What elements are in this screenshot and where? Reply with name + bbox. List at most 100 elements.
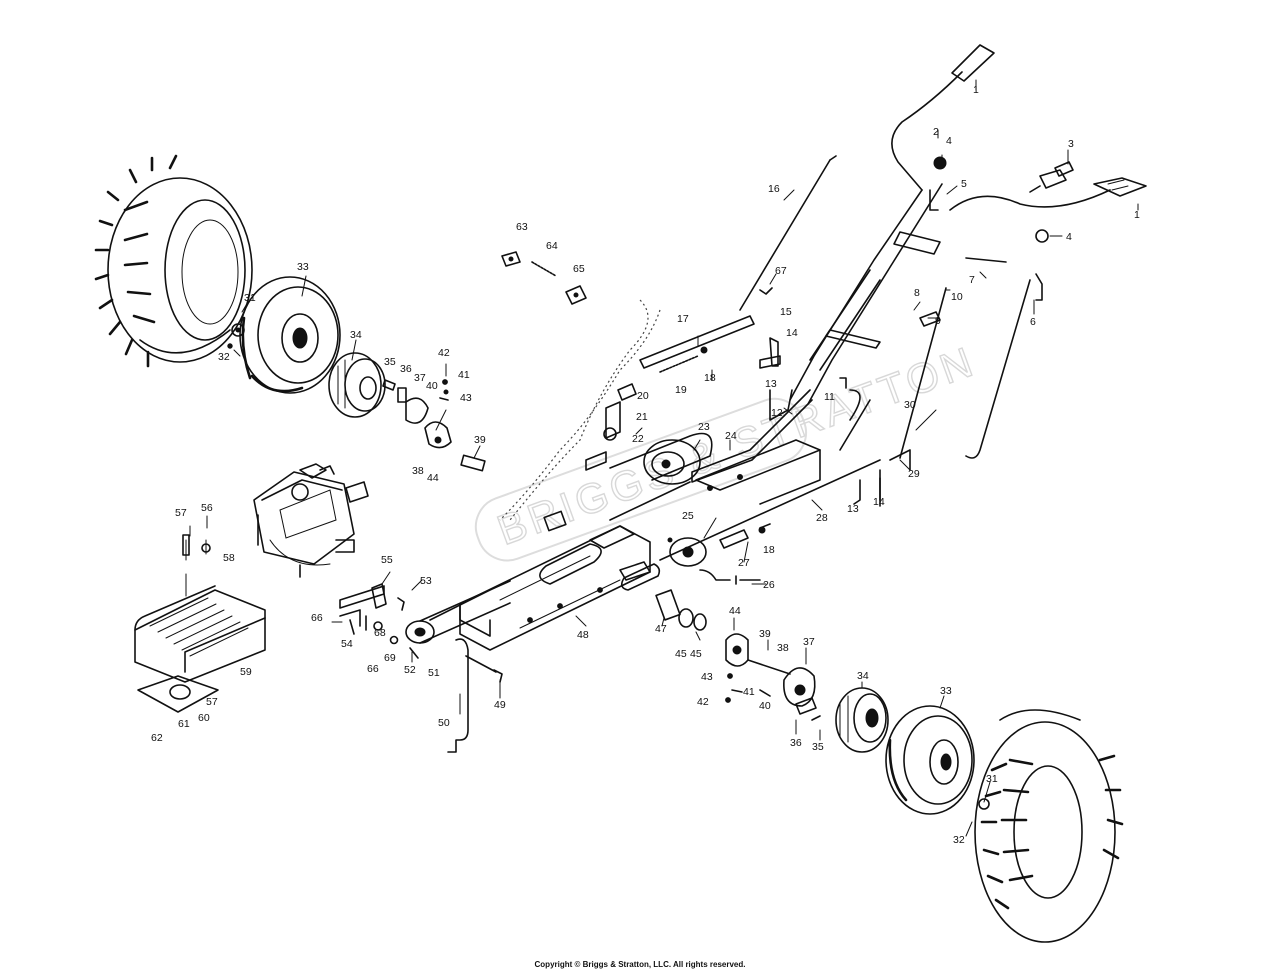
- callout: 50: [438, 717, 450, 729]
- handlebar-assembly: [789, 44, 1147, 405]
- drive-sprocket: [405, 580, 511, 753]
- callout: 3: [1068, 138, 1074, 150]
- callout: 1: [1134, 209, 1140, 221]
- leader-lines: [189, 79, 1139, 837]
- callout: 24: [725, 430, 737, 442]
- callout: 42: [697, 696, 709, 708]
- callout: 62: [151, 732, 163, 744]
- callout: 19: [675, 384, 687, 396]
- callout: 26: [763, 579, 775, 591]
- callout: 58: [223, 552, 235, 564]
- callout: 15: [780, 306, 792, 318]
- callout: 10: [951, 291, 963, 303]
- callout-labels: 1 1 2 3 4 4 5 6 7 8 9 10 11 12 13 13 14 …: [151, 84, 1140, 846]
- callout: 35: [812, 741, 824, 753]
- left-wheel-rim: [239, 276, 341, 394]
- callout: 33: [940, 685, 952, 697]
- callout: 66: [367, 663, 379, 675]
- step-plate: [134, 534, 266, 713]
- callout: 13: [765, 378, 777, 390]
- callout: 45: [690, 648, 702, 660]
- callout: 64: [546, 240, 558, 252]
- watermark: BRIGGS & STRATTON: [474, 336, 983, 562]
- callout: 5: [961, 178, 967, 190]
- callout: 27: [738, 557, 750, 569]
- callout: 25: [682, 510, 694, 522]
- callout: 31: [244, 292, 256, 304]
- left-axle-small-parts: [227, 323, 486, 472]
- callout: 16: [768, 183, 780, 195]
- callout: 49: [494, 699, 506, 711]
- right-wheel-hub: [835, 687, 889, 753]
- callout: 4: [946, 135, 952, 147]
- callout: 69: [384, 652, 396, 664]
- callout: 14: [873, 496, 885, 508]
- callout: 33: [297, 261, 309, 273]
- callout: 20: [637, 390, 649, 402]
- callout: 32: [953, 834, 965, 846]
- callout: 18: [704, 372, 716, 384]
- callout: 40: [759, 700, 771, 712]
- right-tire: [974, 709, 1124, 943]
- callout: 37: [414, 372, 426, 384]
- callout: 31: [986, 773, 998, 785]
- callout: 39: [759, 628, 771, 640]
- callout: 39: [474, 434, 486, 446]
- copyright-notice: Copyright © Briggs & Stratton, LLC. All …: [534, 960, 746, 969]
- callout: 57: [175, 507, 187, 519]
- callout: 2: [933, 126, 939, 138]
- callout: 11: [824, 391, 835, 403]
- engine: [253, 463, 369, 578]
- callout: 29: [908, 468, 920, 480]
- callout: 56: [201, 502, 213, 514]
- callout: 68: [374, 627, 386, 639]
- callout: 59: [240, 666, 252, 678]
- callout: 13: [847, 503, 859, 515]
- callout: 35: [384, 356, 396, 368]
- left-wheel-hub: [328, 352, 386, 418]
- callout: 41: [458, 369, 470, 381]
- callout: 44: [427, 472, 439, 484]
- callout: 36: [400, 363, 412, 375]
- callout: 36: [790, 737, 802, 749]
- callout: 32: [218, 351, 230, 363]
- belt-pulley: [543, 432, 713, 532]
- callout: 34: [857, 670, 869, 682]
- callout: 37: [803, 636, 815, 648]
- callout: 9: [935, 315, 941, 327]
- callout: 6: [1030, 316, 1036, 328]
- callout: 8: [914, 287, 920, 299]
- callout: 53: [420, 575, 432, 587]
- callout: 65: [573, 263, 585, 275]
- callout: 34: [350, 329, 362, 341]
- chassis-housing: [429, 525, 651, 651]
- spring-assembly: [501, 251, 587, 305]
- callout: 48: [577, 629, 589, 641]
- callout: 14: [786, 327, 798, 339]
- callout: 40: [426, 380, 438, 392]
- callout: 23: [698, 421, 710, 433]
- gearbox-parts: [620, 523, 771, 631]
- callout: 63: [516, 221, 528, 233]
- callout: 4: [1066, 231, 1072, 243]
- callout: 43: [701, 671, 713, 683]
- callout: 45: [675, 648, 687, 660]
- control-rods: [659, 155, 1043, 561]
- clutch-bracket: [339, 583, 405, 645]
- callout: 44: [729, 605, 741, 617]
- callout: 30: [904, 399, 916, 411]
- upper-shaft-assembly: [499, 299, 755, 521]
- callout: 42: [438, 347, 450, 359]
- callout: 28: [816, 512, 828, 524]
- callout: 1: [973, 84, 979, 96]
- callout: 61: [178, 718, 190, 730]
- callout: 22: [632, 433, 644, 445]
- callout: 47: [655, 623, 667, 635]
- callout: 66: [311, 612, 323, 624]
- callout: 52: [404, 664, 416, 676]
- callout: 38: [412, 465, 424, 477]
- callout: 57: [206, 696, 218, 708]
- right-wheel-rim: [885, 705, 990, 815]
- callout: 17: [677, 313, 689, 325]
- right-axle-small-parts: [725, 633, 821, 721]
